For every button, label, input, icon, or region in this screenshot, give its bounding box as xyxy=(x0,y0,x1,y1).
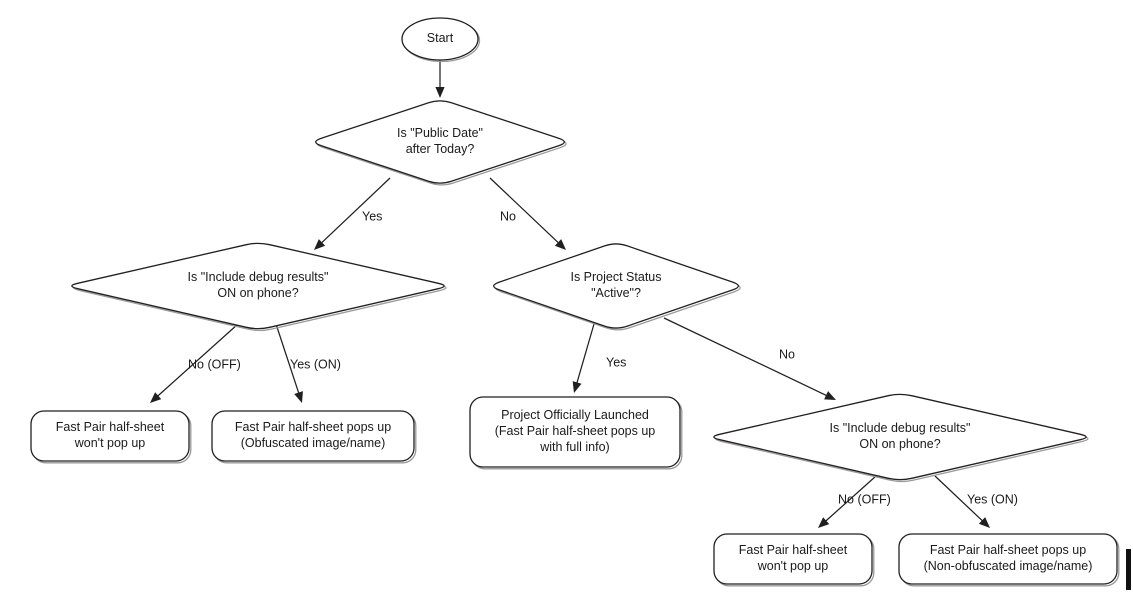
edge-line xyxy=(156,323,239,398)
edge-line xyxy=(275,323,300,395)
edge-debug-right-no-off: No (OFF) xyxy=(818,475,891,528)
edge-label: Yes (ON) xyxy=(967,492,1018,506)
nodes-layer: Start Is "Public Date"after Today? Is "Inc… xyxy=(30,17,1120,587)
node-label: Is "Include debug results"ON on phone? xyxy=(830,421,971,451)
edge-label: No (OFF) xyxy=(838,492,891,506)
decision-include-debug-right: Is "Include debug results"ON on phone? xyxy=(713,393,1089,483)
node-label: Start xyxy=(427,31,454,45)
node-outline xyxy=(315,100,565,184)
edge-label: Yes xyxy=(606,355,626,369)
arrowhead-icon xyxy=(554,239,566,250)
node-label: Is Project Status"Active"? xyxy=(570,270,661,300)
edge-public-date-yes: Yes xyxy=(314,177,391,250)
edge-label: No xyxy=(500,209,516,223)
node-outline xyxy=(713,393,1087,481)
edge-public-date-no: No xyxy=(489,177,566,250)
edge-label: Yes (ON) xyxy=(290,357,341,371)
edge-start-to-public-date xyxy=(435,60,445,98)
node-label: Is "Include debug results"ON on phone? xyxy=(188,270,329,300)
node-label: Is "Public Date"after Today? xyxy=(397,126,483,156)
arrowhead-icon xyxy=(435,87,445,98)
edge-debug-left-yes-on: Yes (ON) xyxy=(275,323,341,403)
edge-line xyxy=(575,323,595,385)
start-node: Start xyxy=(401,17,481,63)
right-edge-artifact xyxy=(1126,549,1131,590)
node-label: Project Officially Launched(Fast Pair ha… xyxy=(495,408,656,454)
edge-debug-left-no-off: No (OFF) xyxy=(150,323,241,403)
terminal-project-officially-launched: Project Officially Launched(Fast Pair ha… xyxy=(469,396,683,470)
arrowhead-icon xyxy=(978,517,990,528)
arrowhead-icon xyxy=(294,391,303,403)
node-outline xyxy=(30,410,190,462)
arrowhead-icon xyxy=(314,239,326,250)
edge-label: Yes xyxy=(362,209,382,223)
edge-project-status-yes: Yes xyxy=(572,323,626,393)
decision-include-debug-left: Is "Include debug results"ON on phone? xyxy=(71,242,447,332)
terminal-halfsheet-obfuscated: Fast Pair half-sheet pops up(Obfuscated … xyxy=(211,410,417,464)
edge-label: No xyxy=(779,347,795,361)
node-outline xyxy=(401,17,479,61)
edge-line xyxy=(663,317,829,397)
arrowhead-icon xyxy=(818,517,830,528)
edge-label: No (OFF) xyxy=(188,357,241,371)
arrowhead-icon xyxy=(150,392,162,403)
edge-line xyxy=(934,475,984,523)
edge-debug-right-yes-on: Yes (ON) xyxy=(934,475,1018,528)
node-label: Fast Pair half-sheet pops up(Obfuscated … xyxy=(235,420,391,450)
arrowhead-icon xyxy=(572,381,582,393)
node-label: Fast Pair half-sheet pops up(Non-obfusca… xyxy=(924,543,1093,573)
node-outline xyxy=(469,396,681,468)
edge-line xyxy=(320,177,391,245)
decision-project-status: Is Project Status"Active"? xyxy=(493,243,741,331)
node-outline xyxy=(713,533,873,585)
edge-line xyxy=(489,177,560,245)
decision-public-date: Is "Public Date"after Today? xyxy=(315,100,567,186)
node-outline xyxy=(71,242,445,330)
edge-line xyxy=(824,475,877,523)
edge-project-status-no: No xyxy=(663,317,836,400)
terminal-halfsheet-non-obfuscated: Fast Pair half-sheet pops up(Non-obfusca… xyxy=(898,533,1120,587)
node-outline xyxy=(898,533,1118,585)
artifact-layer xyxy=(1126,549,1131,590)
node-outline xyxy=(211,410,415,462)
node-outline xyxy=(493,243,739,329)
arrowhead-icon xyxy=(824,391,836,400)
